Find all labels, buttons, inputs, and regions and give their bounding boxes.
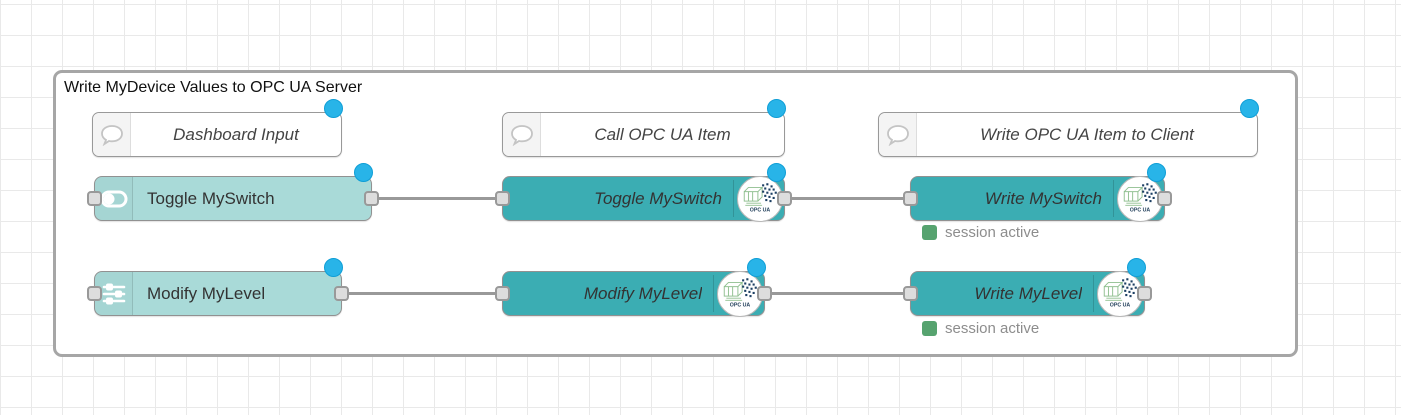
opcua-write-node-mylevel[interactable]: Write MyLevel OPC UA bbox=[903, 258, 1152, 317]
modified-indicator bbox=[324, 258, 343, 277]
opcua-logo-icon: OPC UA bbox=[1117, 176, 1163, 222]
output-port[interactable] bbox=[334, 286, 349, 301]
modified-indicator bbox=[767, 99, 786, 118]
status-text: session active bbox=[945, 320, 1040, 337]
comment-node-dashboard-input[interactable]: Dashboard Input bbox=[92, 99, 343, 157]
output-port[interactable] bbox=[757, 286, 772, 301]
opcua-badge-text: OPC UA bbox=[1130, 208, 1151, 214]
node-label: Write MySwitch bbox=[984, 189, 1102, 208]
node-label: Modify MyLevel bbox=[147, 284, 266, 303]
opcua-logo-icon: OPC UA bbox=[717, 271, 763, 317]
ui-slider-node-modify-mylevel[interactable]: Modify MyLevel bbox=[87, 258, 349, 316]
status-text: session active bbox=[945, 224, 1040, 241]
status-ok-icon bbox=[922, 225, 937, 240]
input-port[interactable] bbox=[87, 286, 102, 301]
opcua-badge-text: OPC UA bbox=[750, 208, 771, 214]
modified-indicator bbox=[1240, 99, 1259, 118]
input-port[interactable] bbox=[495, 191, 510, 206]
comment-bubble-icon bbox=[879, 113, 917, 156]
input-port[interactable] bbox=[495, 286, 510, 301]
comment-node-write-opcua-item[interactable]: Write OPC UA Item to Client bbox=[878, 99, 1259, 157]
modified-indicator bbox=[767, 163, 786, 182]
badge-separator bbox=[733, 180, 734, 217]
modified-indicator bbox=[1127, 258, 1146, 277]
ui-switch-node-toggle-myswitch[interactable]: Toggle MySwitch bbox=[87, 163, 379, 221]
input-port[interactable] bbox=[87, 191, 102, 206]
status-ok-icon bbox=[922, 321, 937, 336]
wire-call-to-write-switch[interactable] bbox=[782, 197, 918, 200]
comment-label: Write OPC UA Item to Client bbox=[980, 125, 1194, 144]
opcua-badge-text: OPC UA bbox=[1110, 303, 1131, 309]
sliders-icon bbox=[95, 272, 133, 315]
output-port[interactable] bbox=[1157, 191, 1172, 206]
modified-indicator bbox=[354, 163, 373, 182]
group-title: Write MyDevice Values to OPC UA Server bbox=[64, 79, 363, 96]
input-port[interactable] bbox=[903, 191, 918, 206]
wire-call-to-write-level[interactable] bbox=[762, 292, 918, 295]
modified-indicator bbox=[324, 99, 343, 118]
comment-label: Call OPC UA Item bbox=[594, 125, 731, 144]
opcua-logo-icon: OPC UA bbox=[1097, 271, 1143, 317]
output-port[interactable] bbox=[364, 191, 379, 206]
node-label: Write MyLevel bbox=[974, 284, 1082, 303]
modified-indicator bbox=[1147, 163, 1166, 182]
comment-bubble-icon bbox=[93, 113, 131, 156]
badge-separator bbox=[1113, 180, 1114, 217]
node-label: Toggle MySwitch bbox=[594, 189, 722, 208]
comment-label: Dashboard Input bbox=[173, 125, 299, 144]
output-port[interactable] bbox=[1137, 286, 1152, 301]
opcua-write-node-myswitch[interactable]: Write MySwitch OPC UA bbox=[903, 163, 1172, 222]
opcua-call-node-modify-mylevel[interactable]: Modify MyLevel OPC UA bbox=[495, 258, 772, 317]
comment-bubble-icon bbox=[503, 113, 541, 156]
wire-level-to-call[interactable] bbox=[342, 292, 510, 295]
node-status-write-myswitch: session active bbox=[922, 224, 1039, 241]
modified-indicator bbox=[747, 258, 766, 277]
comment-node-call-opcua-item[interactable]: Call OPC UA Item bbox=[502, 99, 786, 157]
output-port[interactable] bbox=[777, 191, 792, 206]
badge-separator bbox=[713, 275, 714, 312]
wire-toggle-to-call[interactable] bbox=[372, 197, 510, 200]
opcua-call-node-toggle-myswitch[interactable]: Toggle MySwitch OPC UA bbox=[495, 163, 792, 222]
node-label: Toggle MySwitch bbox=[147, 189, 275, 208]
badge-separator bbox=[1093, 275, 1094, 312]
input-port[interactable] bbox=[903, 286, 918, 301]
opcua-badge-text: OPC UA bbox=[730, 303, 751, 309]
node-label: Modify MyLevel bbox=[583, 284, 702, 303]
node-status-write-mylevel: session active bbox=[922, 320, 1039, 337]
